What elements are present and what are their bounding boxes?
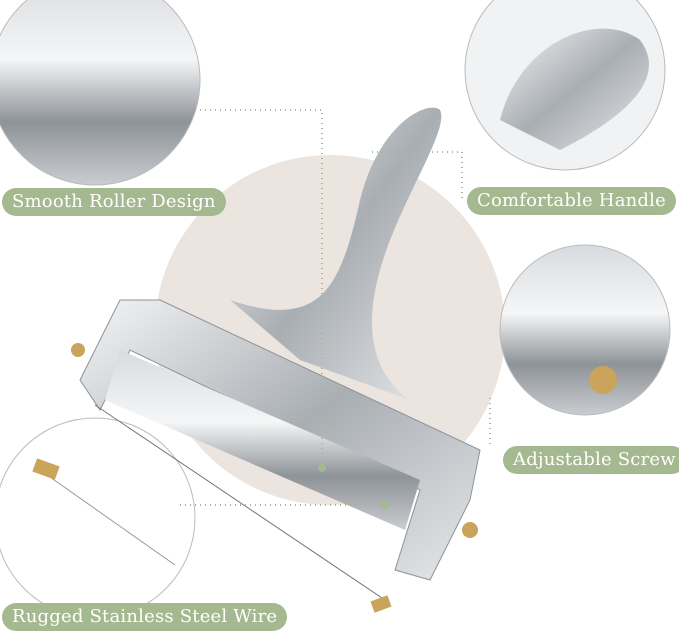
- roller-detail-circle: [0, 0, 201, 186]
- callout-lines: [180, 109, 491, 506]
- cutting-wire: [94, 404, 386, 601]
- label-smooth-roller-design: Smooth Roller Design: [2, 188, 226, 216]
- screw-icon: [589, 366, 617, 394]
- wire-detail-circle: [0, 417, 196, 619]
- roller: [105, 350, 420, 530]
- label-rugged-stainless-steel-wire: Rugged Stainless Steel Wire: [2, 603, 288, 631]
- label-adjustable-screw: Adjustable Screw: [503, 446, 679, 474]
- screw-detail-circle: [499, 244, 671, 416]
- label-comfortable-handle: Comfortable Handle: [467, 187, 676, 215]
- slicer-handle: [230, 107, 442, 400]
